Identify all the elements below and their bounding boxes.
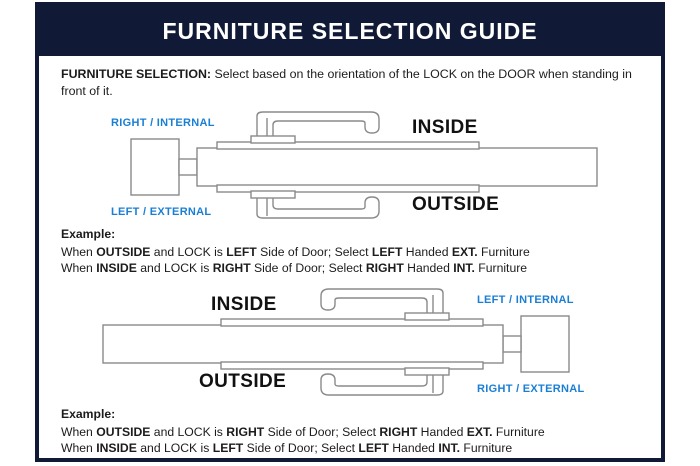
page-title: FURNITURE SELECTION GUIDE [162, 17, 538, 44]
et-l2-p5: Furniture [460, 441, 513, 455]
eo-l1-p3: Side of Door; Select [256, 244, 372, 259]
et-l1-b4: EXT. [466, 424, 493, 439]
eo-l1-b2: LEFT [226, 244, 257, 259]
lock-case [130, 138, 180, 196]
outside-faceplate [220, 361, 484, 370]
intro-paragraph: FURNITURE SELECTION: Select based on the… [61, 66, 649, 100]
inside-lever-handle [320, 288, 444, 313]
header-banner: FURNITURE SELECTION GUIDE [39, 6, 661, 56]
inside-faceplate [220, 318, 484, 327]
door-lock-schematic-two: LEFT / INTERNAL RIGHT / EXTERNAL INSIDE … [102, 288, 584, 396]
et-l1-p2: and LOCK is [150, 424, 227, 439]
intro-rest-text: Select based on the orientation of the L… [61, 67, 632, 98]
label-right-external: RIGHT / EXTERNAL [477, 383, 584, 395]
inside-lever-handle [256, 111, 380, 136]
label-inside: INSIDE [412, 117, 478, 138]
et-l2-p2: and LOCK is [136, 441, 213, 455]
diagram-lock-left: RIGHT / INTERNAL LEFT / EXTERNAL INSIDE … [39, 111, 661, 219]
outside-rose [404, 367, 450, 376]
eo-l2-b3: RIGHT [365, 261, 404, 275]
label-left-internal: LEFT / INTERNAL [477, 294, 574, 306]
et-l1-p1: When [61, 424, 97, 439]
et-l2-b2: LEFT [212, 441, 244, 455]
eo-l1-b4: EXT. [451, 244, 478, 259]
eo-l1-p1: When [61, 244, 97, 259]
eo-l2-b1: INSIDE [96, 261, 137, 275]
example-block-one: Example: When OUTSIDE and LOCK is LEFT S… [61, 226, 653, 277]
et-l2-p4: Handed [388, 441, 439, 455]
eo-l2-p1: When [61, 261, 97, 275]
example-two-line-one: When OUTSIDE and LOCK is RIGHT Side of D… [61, 424, 653, 441]
example-block-two: Example: When OUTSIDE and LOCK is RIGHT … [61, 406, 653, 457]
label-outside: OUTSIDE [412, 194, 499, 215]
et-l1-p3: Side of Door; Select [264, 424, 380, 439]
latch-bolt [178, 158, 198, 176]
door-slab [102, 324, 504, 364]
eo-l1-b1: OUTSIDE [96, 244, 151, 259]
et-l1-p4: Handed [417, 424, 467, 439]
eo-l1-b3: LEFT [371, 244, 403, 259]
guide-frame: FURNITURE SELECTION GUIDE FURNITURE SELE… [35, 2, 665, 462]
label-right-internal: RIGHT / INTERNAL [111, 117, 215, 129]
et-l2-p3: Side of Door; Select [243, 441, 359, 455]
eo-l2-b4: INT. [453, 261, 475, 275]
outside-rose [250, 190, 296, 199]
et-l2-b4: INT. [438, 441, 460, 455]
et-l1-b1: OUTSIDE [96, 424, 151, 439]
door-lock-schematic-one: RIGHT / INTERNAL LEFT / EXTERNAL INSIDE … [111, 111, 598, 219]
outside-faceplate [216, 184, 480, 193]
example-one-line-two: When INSIDE and LOCK is RIGHT Side of Do… [61, 260, 653, 277]
eo-l2-b2: RIGHT [212, 261, 251, 275]
et-l2-b3: LEFT [358, 441, 389, 455]
eo-l1-p5: Furniture [477, 244, 530, 259]
diagram-lock-right: LEFT / INTERNAL RIGHT / EXTERNAL INSIDE … [39, 288, 661, 396]
et-l1-b3: RIGHT [379, 424, 418, 439]
latch-bolt [502, 335, 522, 353]
eo-l1-p4: Handed [402, 244, 452, 259]
outside-lever-handle [320, 373, 444, 396]
et-l2-b1: INSIDE [96, 441, 137, 455]
example-one-line-one: When OUTSIDE and LOCK is LEFT Side of Do… [61, 244, 653, 261]
et-l2-p1: When [61, 441, 97, 455]
et-l1-p5: Furniture [492, 424, 545, 439]
label-left-external: LEFT / EXTERNAL [111, 206, 211, 218]
example-two-line-two: When INSIDE and LOCK is LEFT Side of Doo… [61, 440, 653, 457]
label-inside: INSIDE [211, 294, 277, 315]
outside-lever-handle [256, 196, 380, 219]
eo-l2-p4: Handed [403, 261, 454, 275]
inside-rose [404, 312, 450, 321]
eo-l1-p2: and LOCK is [150, 244, 227, 259]
example-two-heading: Example: [61, 407, 116, 421]
inside-faceplate [216, 141, 480, 150]
et-l1-b2: RIGHT [226, 424, 265, 439]
lock-case [520, 315, 570, 373]
eo-l2-p5: Furniture [474, 261, 528, 275]
guide-body: FURNITURE SELECTION: Select based on the… [39, 56, 661, 458]
eo-l2-p3: Side of Door; Select [250, 261, 366, 275]
door-slab [196, 147, 598, 187]
example-one-heading: Example: [61, 227, 116, 241]
eo-l2-p2: and LOCK is [136, 261, 213, 275]
inside-rose [250, 135, 296, 144]
intro-lead-label: FURNITURE SELECTION: [61, 67, 212, 81]
label-outside: OUTSIDE [199, 371, 286, 392]
